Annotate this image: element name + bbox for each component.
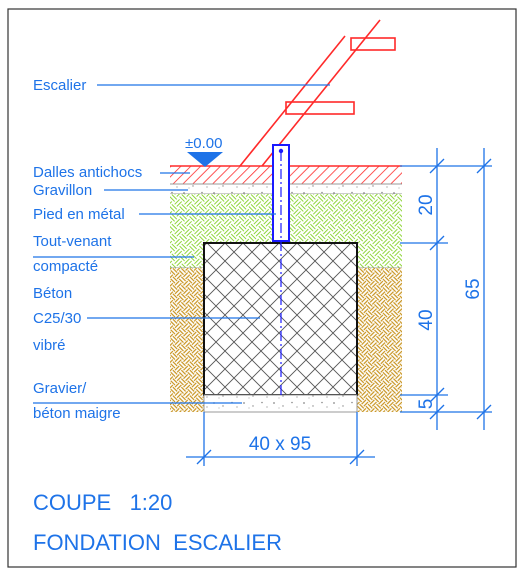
tick-mid-partial bbox=[429, 235, 445, 251]
label-pied: Pied en métal bbox=[33, 206, 125, 223]
stair-step-lower bbox=[285, 101, 355, 115]
label-tout-venant-line2: compacté bbox=[33, 258, 98, 275]
stair bbox=[239, 19, 396, 167]
label-beton-line2: C25/30 bbox=[33, 310, 81, 327]
title-line-2: FONDATION ESCALIER bbox=[33, 530, 282, 555]
stair-stringer-lower bbox=[261, 19, 381, 167]
label-gravier-line2: béton maigre bbox=[33, 405, 121, 422]
label-escalier: Escalier bbox=[33, 77, 86, 94]
label-tout-venant-line1: Tout-venant bbox=[33, 233, 112, 250]
tick-bottom-partial bbox=[429, 404, 445, 420]
level-triangle-icon bbox=[187, 152, 223, 167]
label-dalles: Dalles antichocs bbox=[33, 164, 142, 181]
tick-base-partial bbox=[429, 387, 445, 403]
dim-width-label: 40 x 95 bbox=[249, 434, 311, 455]
dim-5-label: 5 bbox=[416, 399, 437, 410]
drawing-frame bbox=[7, 8, 517, 568]
horizontal-dimension: 40 x 95 bbox=[186, 412, 375, 466]
level-label: ±0.00 bbox=[185, 135, 222, 152]
tick-left-width bbox=[196, 449, 212, 465]
annotations: Escalier Dalles antichocs Gravillon Pied… bbox=[33, 77, 330, 422]
tick-top-total bbox=[476, 158, 492, 174]
label-beton-line1: Béton bbox=[33, 285, 72, 302]
stair-step-upper bbox=[350, 37, 396, 51]
tick-top-partial bbox=[429, 158, 445, 174]
vertical-dimensions: 20 40 5 65 bbox=[400, 148, 492, 430]
dim-20-label: 20 bbox=[416, 194, 437, 215]
label-gravier-line1: Gravier/ bbox=[33, 380, 87, 397]
level-marker: ±0.00 bbox=[185, 135, 223, 167]
dim-40-label: 40 bbox=[416, 309, 437, 330]
tick-bottom-total bbox=[476, 404, 492, 420]
stair-stringer-upper bbox=[239, 35, 346, 167]
dim-65-label: 65 bbox=[463, 278, 484, 299]
label-gravillon: Gravillon bbox=[33, 182, 92, 199]
label-beton-line3: vibré bbox=[33, 337, 66, 354]
tick-right-width bbox=[349, 449, 365, 465]
title-line-1: COUPE 1:20 bbox=[33, 490, 172, 515]
